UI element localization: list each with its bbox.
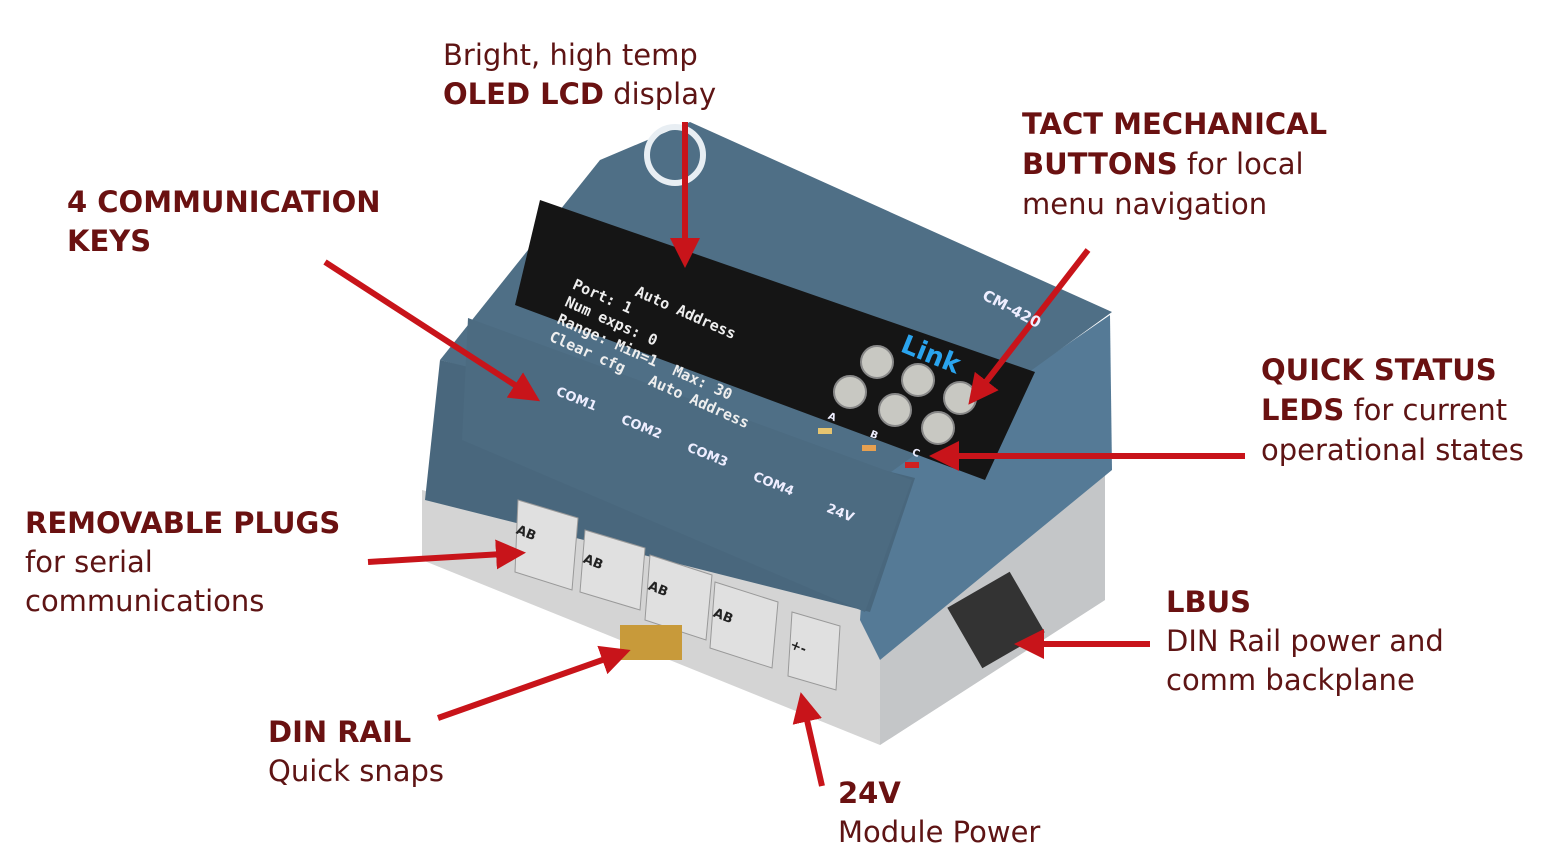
logo-icon xyxy=(644,124,706,186)
status-leds xyxy=(818,428,919,468)
callout-tact-buttons: TACT MECHANICAL BUTTONS for local menu n… xyxy=(1022,107,1328,221)
callout-oled: Bright, high temp OLED LCD display xyxy=(443,38,717,111)
callout-arrows xyxy=(323,122,1245,787)
tact-buttons xyxy=(833,345,977,445)
din-rail-snap xyxy=(620,625,682,660)
removable-plugs xyxy=(514,499,841,691)
callout-status-leds: QUICK STATUS LEDS for current operationa… xyxy=(1261,353,1524,467)
